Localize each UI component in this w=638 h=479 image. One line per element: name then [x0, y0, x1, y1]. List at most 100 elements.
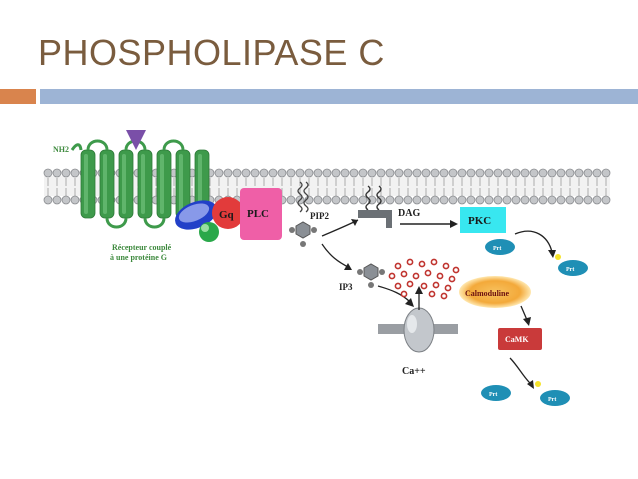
title-accent-bar-blue — [40, 89, 638, 104]
lipid-head-outer — [232, 168, 242, 178]
calcium-ion — [406, 258, 414, 266]
prt-label-pkc-phospho: Prt — [566, 267, 574, 273]
calcium-ion — [444, 284, 452, 292]
lipid-head-outer — [70, 168, 80, 178]
prt-phosphorylated-camk — [540, 390, 570, 406]
dag-backbone — [358, 210, 392, 218]
lipid-head-inner — [475, 195, 485, 205]
calcium-ion — [400, 270, 408, 278]
lipid-head-outer — [340, 168, 350, 178]
pip2-label: PIP2 — [310, 211, 329, 221]
calcium-ion — [388, 272, 396, 280]
ip3-label: IP3 — [339, 282, 353, 292]
calmoduline-protein — [459, 276, 531, 308]
pip2-phosphate-left — [289, 227, 295, 233]
lipid-head-outer — [376, 168, 386, 178]
lipid-head-outer — [601, 168, 611, 178]
calcium-ion — [424, 269, 432, 277]
prt-phosphorylated-pkc — [558, 260, 588, 276]
arrow-pkc-phosphorylation-head — [548, 250, 556, 258]
lipid-head-inner — [448, 195, 458, 205]
lipid-head-outer — [385, 168, 395, 178]
prt-label-pkc: Prt — [493, 246, 501, 252]
lipid-head-inner — [484, 195, 494, 205]
calcium-ion — [400, 290, 408, 298]
lipid-head-inner — [358, 195, 368, 205]
lipid-head-inner — [70, 195, 80, 205]
calcium-ion-cluster — [388, 258, 460, 300]
ligand-triangle-icon — [126, 130, 146, 150]
lipid-head-outer — [511, 168, 521, 178]
calcium-ion — [412, 272, 420, 280]
lipid-head-outer — [574, 168, 584, 178]
arrow-ip3-to-channel-head — [405, 298, 414, 307]
lipid-head-outer — [430, 168, 440, 178]
dag-tail-1 — [365, 185, 371, 211]
lipid-head-outer — [295, 168, 305, 178]
calcium-ion — [394, 262, 402, 270]
receptor-loop — [143, 217, 166, 229]
calcium-ion — [452, 266, 460, 274]
lipid-head-inner — [403, 195, 413, 205]
lipid-head-inner — [52, 195, 62, 205]
lipid-head-outer — [412, 168, 422, 178]
calcium-ion — [430, 258, 438, 266]
ip3-phosphate-right — [379, 269, 385, 275]
lipid-head-outer — [43, 168, 53, 178]
lipid-head-inner — [439, 195, 449, 205]
lipid-head-inner — [286, 195, 296, 205]
lipid-head-inner — [583, 195, 593, 205]
arrow-pip2-to-dag — [321, 219, 359, 237]
calcium-ion — [420, 282, 428, 290]
lipid-head-outer — [484, 168, 494, 178]
arrow-pip2-to-ip3-head — [344, 263, 352, 270]
lipid-head-inner — [340, 195, 350, 205]
pip2-tail-1 — [297, 181, 303, 213]
arrow-calcium-release-head — [415, 286, 423, 294]
receptor-loop — [162, 139, 185, 151]
receptor-loop — [86, 139, 109, 151]
prt-substrate-camk — [481, 385, 511, 401]
receptor-label-line1: Récepteur couplé — [112, 243, 172, 252]
lipid-head-outer — [268, 168, 278, 178]
camk-enzyme — [498, 328, 542, 350]
arrow-dag-to-pkc-head — [450, 220, 458, 228]
lipid-head-inner — [430, 195, 440, 205]
lipid-head-inner — [565, 195, 575, 205]
phosphate-dot-pkc — [555, 254, 561, 260]
pip2-phosphate-right — [311, 227, 317, 233]
lipid-head-outer — [457, 168, 467, 178]
lipid-head-inner — [511, 195, 521, 205]
lipid-head-outer — [439, 168, 449, 178]
receptor-loop — [105, 217, 128, 229]
lipid-head-outer — [565, 168, 575, 178]
lipid-head-outer — [556, 168, 566, 178]
lipid-head-inner — [502, 195, 512, 205]
lipid-head-outer — [394, 168, 404, 178]
pip2-head-hexagon — [295, 221, 311, 239]
lipid-head-outer — [349, 168, 359, 178]
arrow-camk-phosphorylation — [509, 357, 532, 385]
lipid-head-outer — [304, 168, 314, 178]
lipid-head-inner — [574, 195, 584, 205]
lipid-head-outer — [277, 168, 287, 178]
prt-substrate-pkc — [485, 239, 515, 255]
lipid-head-inner — [556, 195, 566, 205]
dag-stem — [386, 210, 392, 228]
lipid-head-inner — [421, 195, 431, 205]
arrow-camk-phosphorylation-head — [527, 380, 534, 389]
arrow-calmoduline-to-camk-head — [523, 317, 531, 326]
lipid-head-outer — [214, 168, 224, 178]
lipid-head-inner — [43, 195, 53, 205]
g-protein-gamma-highlight — [201, 224, 209, 232]
calcium-ion — [432, 281, 440, 289]
calcium-channel-highlight — [407, 315, 417, 333]
ip3-phosphate-left — [357, 269, 363, 275]
ip3-hexagon — [363, 263, 379, 281]
plc-label: PLC — [247, 208, 269, 220]
gq-label: Gq — [219, 209, 235, 221]
lipid-head-inner — [457, 195, 467, 205]
lipid-head-inner — [520, 195, 530, 205]
lipid-head-outer — [547, 168, 557, 178]
title-accent-bar-orange — [0, 89, 36, 104]
